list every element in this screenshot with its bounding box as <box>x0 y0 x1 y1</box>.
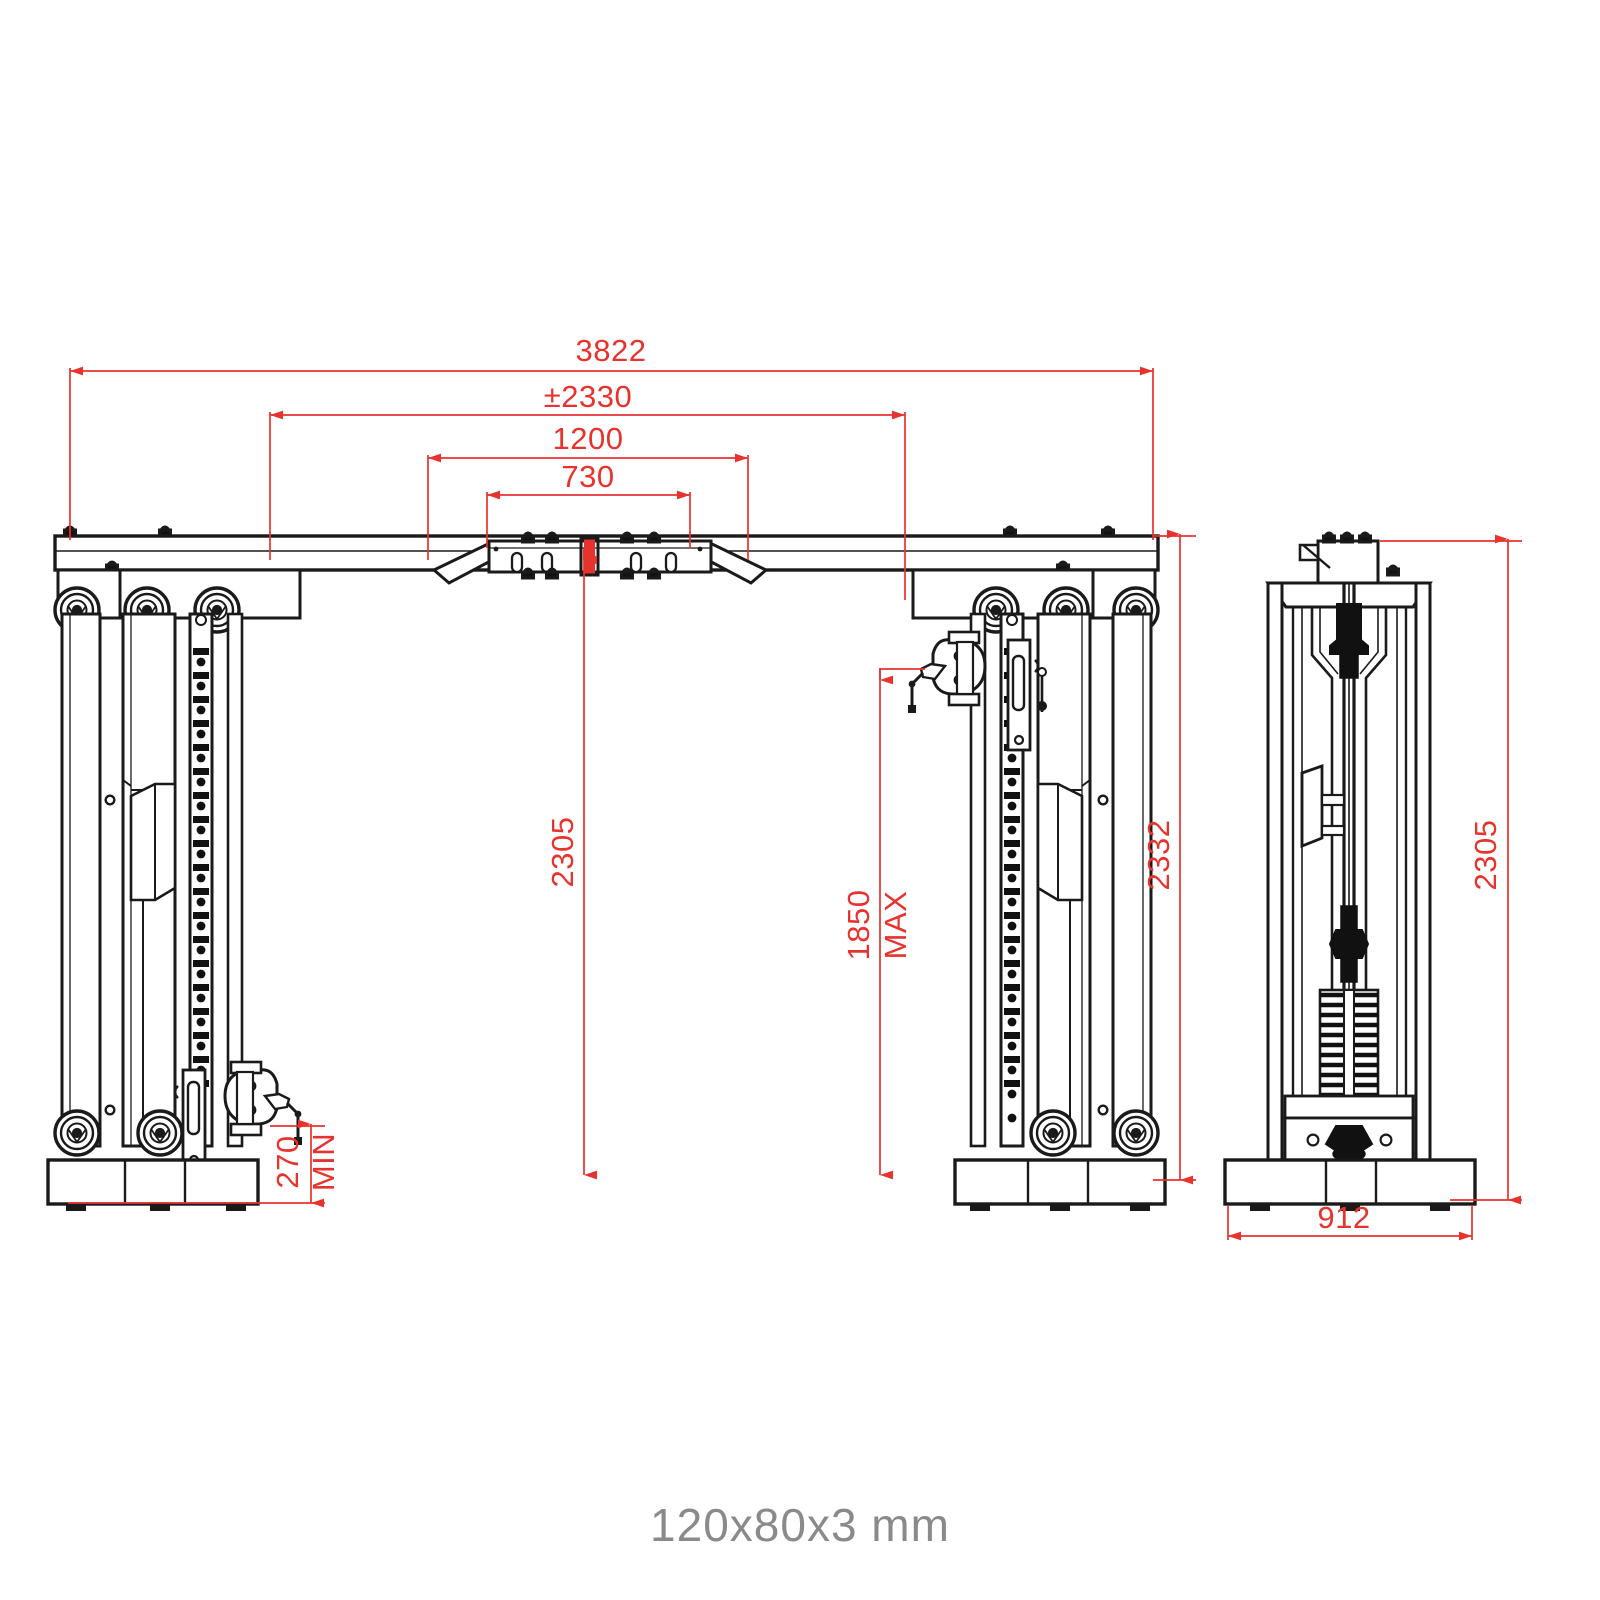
dimension-label-730: 730 <box>561 459 614 494</box>
dimension-label-min: MIN <box>306 1133 341 1191</box>
dimension-label-2305-side: 2305 <box>1468 820 1503 891</box>
side-base <box>1223 1158 1477 1211</box>
dimension-label-1850: 1850 <box>841 890 876 961</box>
dimension-2330 <box>269 410 906 600</box>
dimension-label-3822: 3822 <box>576 333 647 368</box>
dimension-1850-max <box>879 668 925 1180</box>
side-top-head <box>1298 531 1400 585</box>
pull-up-bar-assembly <box>431 531 769 585</box>
dimension-label-2330: ±2330 <box>544 379 632 414</box>
dimension-label-912: 912 <box>1317 1200 1370 1235</box>
dimension-label-1200: 1200 <box>553 421 624 456</box>
side-view <box>1223 531 1477 1211</box>
dimension-layer: 3822 ±2330 1200 730 2305 1850 MAX 2332 2… <box>68 333 1522 1241</box>
dimension-3822 <box>69 366 1154 540</box>
dimension-2332 <box>1153 529 1196 1185</box>
right-carriage <box>1006 638 1047 752</box>
right-access-window <box>1036 782 1084 902</box>
right-base <box>953 1158 1167 1211</box>
dimension-912 <box>1227 1206 1473 1241</box>
front-view <box>46 525 1167 1211</box>
dimension-label-270: 270 <box>270 1135 305 1188</box>
dimension-270-min <box>68 1119 325 1208</box>
dimension-label-2332: 2332 <box>1141 820 1176 891</box>
dimension-730 <box>486 490 691 548</box>
right-tower <box>908 568 1167 1211</box>
dimension-1200 <box>427 453 749 560</box>
profile-caption: 120x80x3 mm <box>650 1499 950 1551</box>
left-carriage <box>173 1068 207 1166</box>
left-tower <box>46 568 302 1211</box>
left-access-window <box>129 782 177 902</box>
right-handle-assembly <box>908 630 987 713</box>
side-foot-plate <box>1300 764 1346 849</box>
dimension-label-max: MAX <box>878 891 913 960</box>
left-handle-assembly <box>223 1060 302 1145</box>
left-base <box>46 1158 260 1211</box>
dimension-2305-side <box>1380 534 1522 1205</box>
dimension-label-2305-front: 2305 <box>545 817 580 888</box>
